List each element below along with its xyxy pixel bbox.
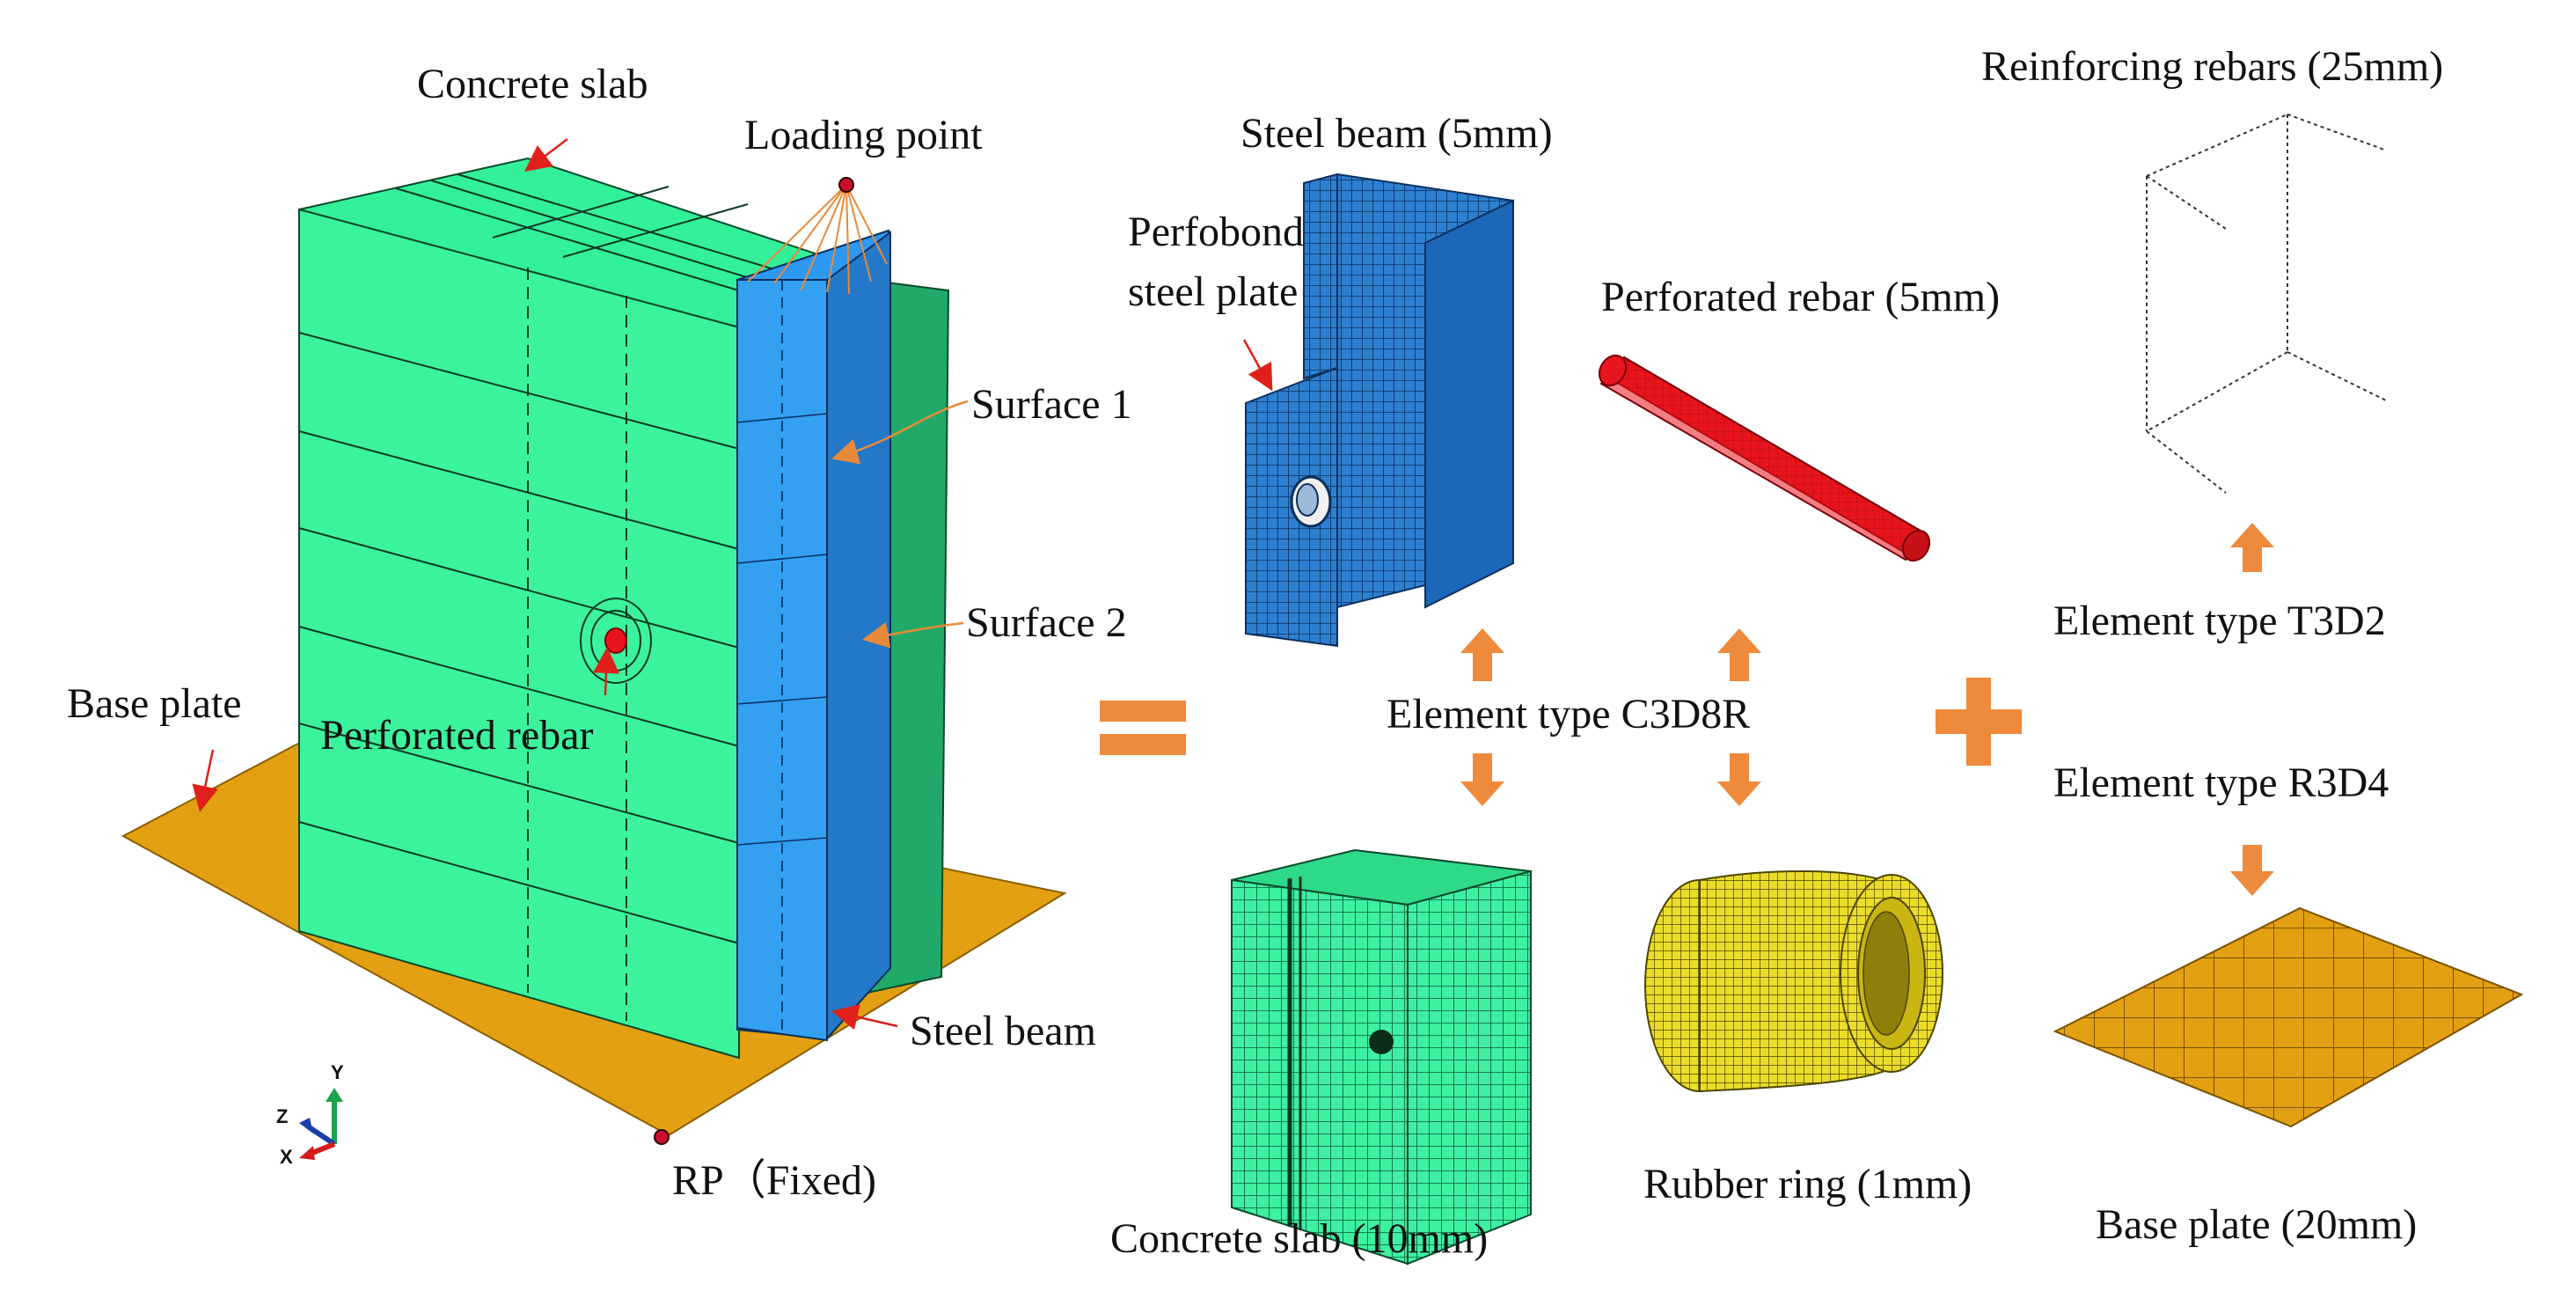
rubber-ring-component bbox=[1644, 869, 1943, 1093]
label-concrete-slab-10mm: Concrete slab (10mm) bbox=[1110, 1215, 1489, 1262]
label-steel-beam-5mm: Steel beam (5mm) bbox=[1240, 110, 1553, 157]
perforated-rebar-component bbox=[1598, 354, 1931, 562]
label-base-plate: Base plate bbox=[67, 680, 242, 727]
label-rubber-ring-1mm: Rubber ring (1mm) bbox=[1643, 1161, 1972, 1207]
label-base-plate-20mm: Base plate (20mm) bbox=[2096, 1201, 2418, 1248]
loading-point-marker bbox=[838, 177, 854, 193]
equals-sign bbox=[1100, 701, 1186, 755]
label-reinforcing-rebars-25mm: Reinforcing rebars (25mm) bbox=[1981, 43, 2444, 90]
loading-point-fan bbox=[747, 184, 888, 295]
plus-sign bbox=[1936, 678, 2022, 766]
axis-label-z: Z bbox=[276, 1105, 289, 1127]
axis-triad bbox=[299, 1088, 343, 1160]
steel-beam-component bbox=[1245, 172, 1514, 648]
r3d4-arrow bbox=[2230, 845, 2274, 896]
assembled-model bbox=[121, 138, 1067, 1145]
c3d8r-arrows bbox=[1460, 628, 1761, 806]
label-perfobond-line1: Perfobond bbox=[1128, 209, 1304, 255]
label-element-c3d8r: Element type C3D8R bbox=[1387, 691, 1751, 737]
label-element-t3d2: Element type T3D2 bbox=[2053, 598, 2386, 644]
label-perforated-rebar-5mm: Perforated rebar (5mm) bbox=[1601, 274, 2001, 320]
label-surface-2: Surface 2 bbox=[966, 599, 1127, 646]
label-perforated-rebar: Perforated rebar bbox=[320, 712, 594, 759]
label-rp-fixed: RP（Fixed) bbox=[672, 1157, 877, 1204]
label-steel-beam: Steel beam bbox=[910, 1008, 1096, 1054]
slab-rebar-hole bbox=[580, 598, 652, 684]
label-element-r3d4: Element type R3D4 bbox=[2053, 759, 2389, 806]
reinforcing-rebars-component bbox=[2146, 114, 2389, 494]
concrete-slab-front bbox=[298, 208, 740, 1060]
t3d2-arrow bbox=[2230, 523, 2274, 572]
rp-marker bbox=[654, 1129, 670, 1145]
label-concrete-slab: Concrete slab bbox=[417, 61, 648, 107]
concrete-slab-component bbox=[1231, 848, 1532, 1266]
base-plate-component bbox=[2053, 906, 2524, 1128]
label-surface-1: Surface 1 bbox=[971, 381, 1132, 428]
axis-label-y: Y bbox=[331, 1061, 344, 1083]
label-perfobond-line2: steel plate bbox=[1128, 268, 1299, 315]
axis-label-x: X bbox=[280, 1146, 293, 1168]
label-loading-point: Loading point bbox=[744, 112, 983, 158]
